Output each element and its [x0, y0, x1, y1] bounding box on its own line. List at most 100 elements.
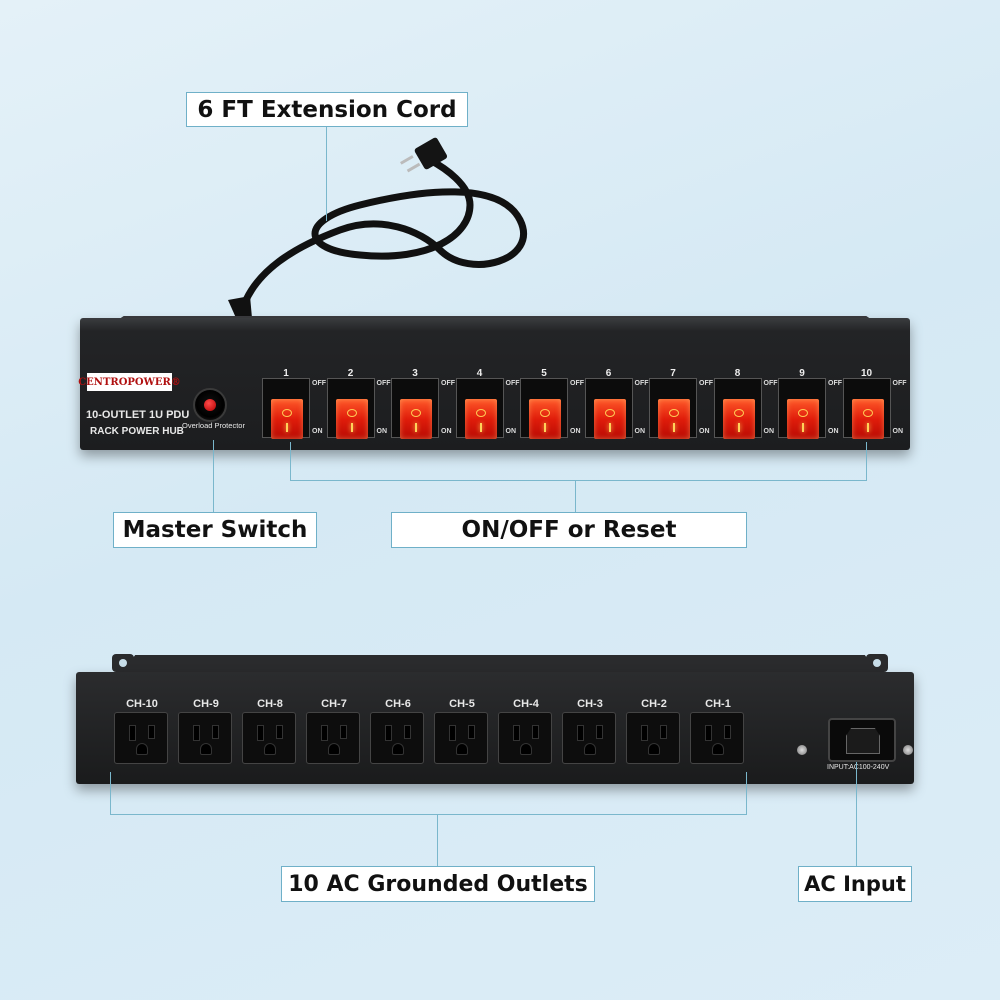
onoff-reset-label: ON/OFF or Reset	[391, 512, 747, 548]
switch-bracket-left	[290, 442, 291, 480]
outlet-socket-icon	[434, 712, 488, 764]
rocker-switch-icon[interactable]	[464, 399, 497, 439]
switch-frame	[713, 378, 762, 439]
ac-outlet: CH-10	[114, 698, 170, 768]
model-line-2: RACK POWER HUB	[90, 426, 184, 437]
ac-input-socket[interactable]	[828, 718, 896, 762]
switch-frame	[520, 378, 568, 439]
switch-number: 3	[412, 368, 418, 379]
off-label: OFF	[699, 380, 713, 387]
outlet-socket-icon	[498, 712, 552, 764]
switch-bracket-right	[866, 442, 867, 480]
off-label: OFF	[376, 380, 391, 387]
rocker-switch-icon[interactable]	[658, 399, 690, 439]
ac-outlet: CH-9	[178, 698, 234, 768]
rocker-switch-icon[interactable]	[271, 399, 303, 439]
cord-pointer-line	[326, 126, 327, 221]
master-switch-button[interactable]	[193, 388, 227, 422]
off-label: OFF	[570, 380, 584, 387]
outlet-channel-label: CH-10	[126, 698, 158, 710]
outlet-socket-icon	[178, 712, 232, 764]
switch-frame	[649, 378, 697, 439]
rocker-switch-icon[interactable]	[593, 399, 626, 439]
outlet-socket-icon	[306, 712, 360, 764]
rocker-switch-icon[interactable]	[851, 399, 884, 439]
switch-frame	[842, 378, 891, 439]
outlet-channel-label: CH-8	[257, 698, 283, 710]
switch-frame	[584, 378, 633, 439]
outlet-channel-label: CH-5	[449, 698, 475, 710]
rocker-switch-icon[interactable]	[400, 399, 432, 439]
switch-frame	[455, 378, 504, 439]
switch-pointer-line	[575, 480, 576, 512]
outlet-channel-label: CH-3	[577, 698, 603, 710]
switch-frame	[262, 378, 310, 439]
on-label: ON	[699, 428, 710, 435]
outlet-socket-icon	[370, 712, 424, 764]
switch-bracket-bottom	[290, 480, 867, 481]
rocker-switch-icon[interactable]	[787, 399, 819, 439]
outlet-socket-icon	[626, 712, 680, 764]
brand-logo: CENTROPOWER®	[78, 373, 181, 391]
ac-input-label: AC Input	[798, 866, 912, 902]
on-label: ON	[312, 428, 323, 435]
ac-outlet: CH-8	[242, 698, 298, 768]
pdu-back-top	[120, 655, 880, 675]
rocker-switch-icon[interactable]	[529, 399, 561, 439]
on-label: ON	[763, 428, 775, 435]
ac-outlet: CH-7	[306, 698, 362, 768]
off-label: OFF	[312, 380, 326, 387]
on-label: ON	[376, 428, 388, 435]
on-label: ON	[828, 428, 839, 435]
outlet-channel-label: CH-2	[641, 698, 667, 710]
off-label: OFF	[634, 380, 649, 387]
rocker-switch-icon[interactable]	[335, 399, 368, 439]
switch-number: 4	[476, 368, 483, 379]
grounded-outlets-label: 10 AC Grounded Outlets	[281, 866, 595, 902]
ac-outlet: CH-5	[434, 698, 490, 768]
outlet-bracket-right	[746, 772, 747, 814]
outlet-channel-label: CH-7	[321, 698, 347, 710]
switch-number: 6	[605, 368, 612, 379]
outlet-socket-icon	[114, 712, 168, 764]
ac-outlet: CH-3	[562, 698, 618, 768]
outlet-channel-label: CH-1	[705, 698, 731, 710]
outlet-socket-icon	[242, 712, 296, 764]
outlet-channel-label: CH-4	[513, 698, 539, 710]
off-label: OFF	[828, 380, 842, 387]
switch-number: 7	[670, 368, 676, 379]
outlet-socket-icon	[690, 712, 744, 764]
master-switch-label: Master Switch	[113, 512, 317, 548]
rocker-switch-icon[interactable]	[722, 399, 755, 439]
outlet-bracket-bottom	[110, 814, 747, 815]
switch-frame	[326, 378, 375, 439]
switch-number: 2	[347, 368, 354, 379]
switch-frame	[391, 378, 439, 439]
outlet-pointer-line	[437, 814, 438, 866]
on-label: ON	[505, 428, 517, 435]
acinput-pointer-line	[856, 762, 857, 866]
overload-protector-label: Overload Protector	[182, 421, 245, 430]
off-label: OFF	[892, 380, 907, 387]
outlet-channel-label: CH-9	[193, 698, 219, 710]
outlet-socket-icon	[562, 712, 616, 764]
off-label: OFF	[441, 380, 455, 387]
ac-outlet: CH-6	[370, 698, 426, 768]
off-label: OFF	[505, 380, 520, 387]
switch-frame	[778, 378, 826, 439]
master-pointer-line	[213, 440, 214, 512]
outlet-bracket-left	[110, 772, 111, 814]
switch-number: 10	[860, 368, 873, 379]
ac-outlet: CH-4	[498, 698, 554, 768]
